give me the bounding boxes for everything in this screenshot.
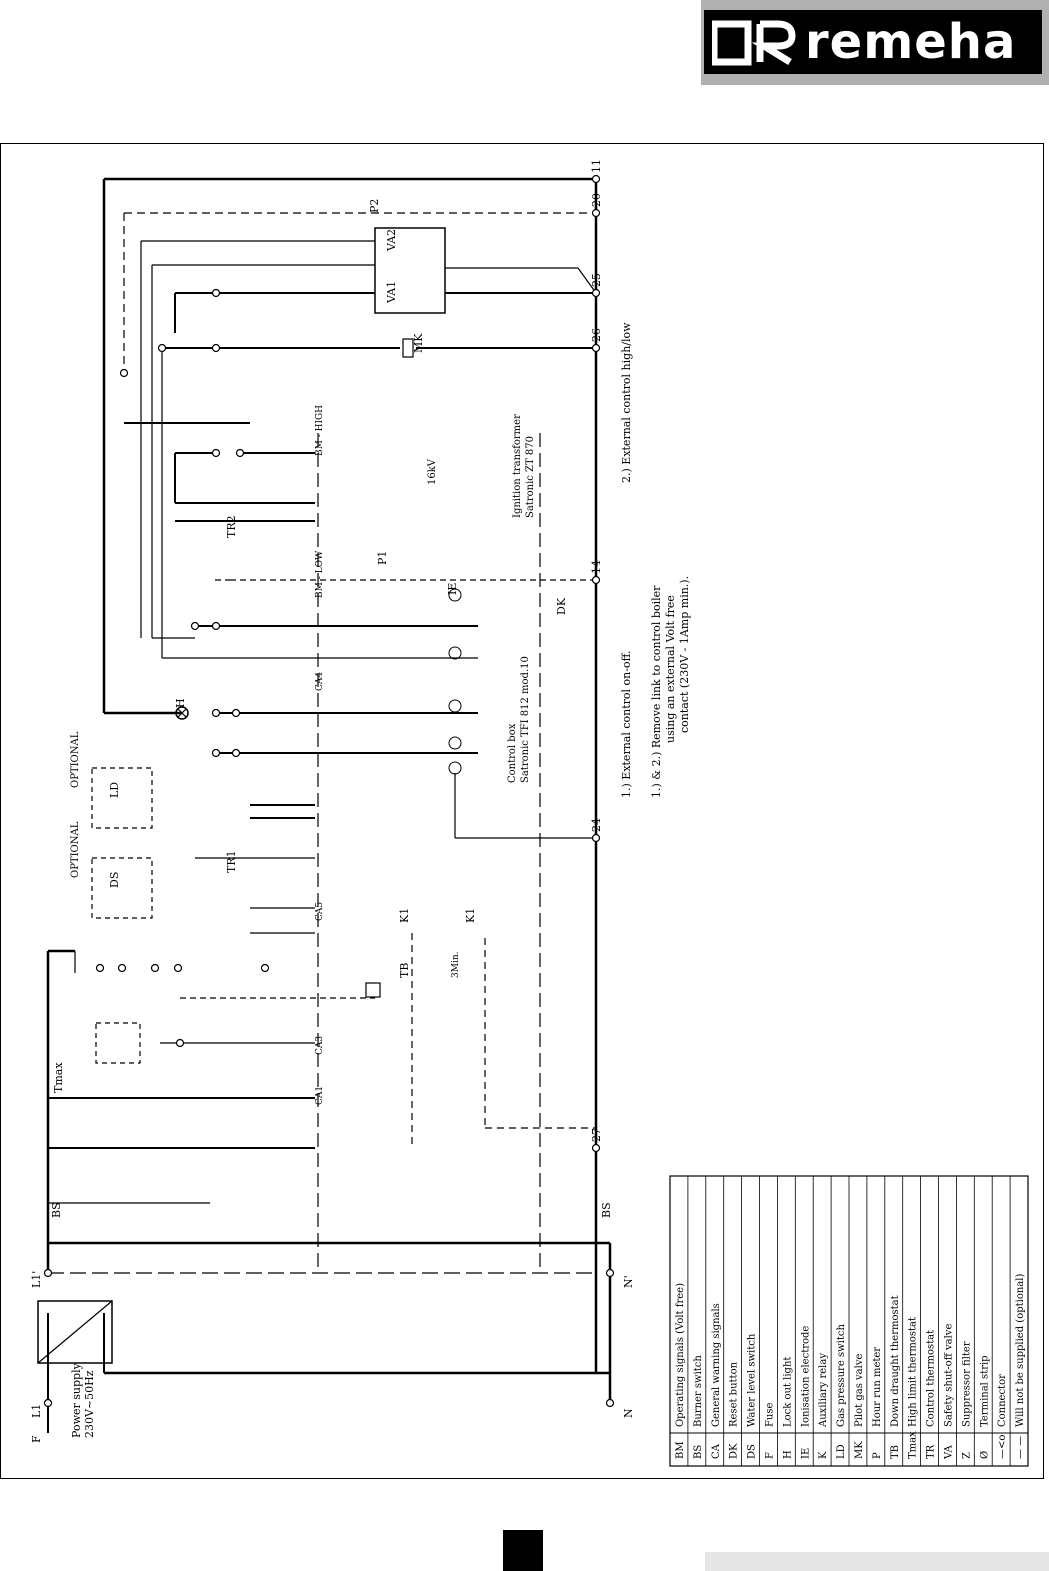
svg-text:K1: K1 — [464, 908, 477, 923]
svg-text:LD: LD — [108, 782, 121, 798]
svg-text:L1: L1 — [30, 1404, 43, 1418]
legend-description: Terminal strip — [979, 1355, 990, 1427]
legend-code: —<o — [997, 1435, 1008, 1459]
legend-code: DK — [729, 1443, 740, 1459]
legend-code: Tmax — [908, 1431, 919, 1459]
label-power-supply: Power supply — [70, 1362, 83, 1438]
svg-text:H: H — [174, 698, 187, 708]
terminal-27: 27 — [590, 1128, 603, 1142]
svg-text:DK: DK — [555, 597, 568, 615]
legend-code: CA — [711, 1443, 722, 1459]
svg-text:F: F — [30, 1435, 43, 1443]
legend-description: Reset button — [729, 1361, 740, 1427]
legend-code: P — [872, 1452, 883, 1459]
legend-description: Pilot gas valve — [854, 1354, 865, 1427]
svg-text:P1: P1 — [376, 551, 389, 565]
legend-code: DS — [747, 1444, 758, 1459]
legend-description: Control thermostat — [926, 1330, 937, 1427]
label-ca3: CA3 — [315, 1036, 325, 1055]
svg-text:MK: MK — [412, 333, 425, 353]
label-ca5: CA5 — [315, 902, 325, 921]
diagram-frame — [0, 143, 1044, 1479]
label-voltage: 230V~50Hz — [83, 1370, 96, 1438]
legend-code: IE — [800, 1448, 811, 1459]
label-bm-high: BM - HIGH — [315, 405, 325, 456]
legend-code: TB — [890, 1445, 901, 1459]
label-control-box: Control box — [507, 723, 518, 783]
svg-text:Tmax: Tmax — [52, 1062, 65, 1093]
legend-description: Lock out light — [782, 1357, 793, 1427]
legend-description: Down draught thermostat — [890, 1295, 901, 1427]
svg-text:P2: P2 — [368, 199, 381, 213]
terminal-25: 25 — [590, 273, 603, 287]
terminal-20: 20 — [590, 193, 603, 207]
legend-code: BS — [693, 1445, 704, 1459]
svg-text:L1': L1' — [30, 1271, 43, 1288]
label-optional-1: OPTIONAL — [70, 821, 81, 878]
legend-code: TR — [926, 1444, 937, 1459]
note-5: 2.) External control high/low — [620, 322, 633, 483]
legend-code: VA — [943, 1444, 954, 1460]
legend-description: Ionisation electrode — [800, 1326, 811, 1427]
terminal-14: 14 — [590, 560, 603, 574]
legend-description: Safety shut-off valve — [943, 1324, 954, 1427]
legend-code: Z — [961, 1452, 972, 1459]
svg-text:TR2: TR2 — [225, 515, 238, 538]
legend-description: Water level switch — [747, 1333, 758, 1427]
terminal-11: 11 — [590, 159, 603, 173]
legend-code: H — [782, 1450, 793, 1459]
svg-text:VA2: VA2 — [385, 229, 398, 252]
legend-code: Ø — [979, 1451, 990, 1459]
legend-description: Fuse — [764, 1402, 775, 1427]
terminal-24: 24 — [590, 818, 603, 832]
legend-code: K — [818, 1451, 829, 1459]
label-bm-low: BM - LOW — [315, 550, 325, 598]
legend-description: Burner switch — [693, 1355, 704, 1427]
label-16kv: 16kV — [427, 458, 438, 485]
svg-text:K1: K1 — [398, 908, 411, 923]
footer-bar — [705, 1552, 1049, 1571]
legend-code: LD — [836, 1444, 847, 1459]
label-optional-2: OPTIONAL — [70, 731, 81, 788]
svg-text:N': N' — [622, 1275, 635, 1288]
label-ignition: Ignition transformer — [512, 414, 523, 518]
legend-description: Gas pressure switch — [836, 1324, 847, 1427]
svg-text:TB: TB — [398, 963, 411, 978]
label-ignition-model: Satronic ZT 870 — [525, 436, 536, 518]
legend-description: General warning signals — [711, 1303, 722, 1427]
note-4: contact (230V - 1Amp min.). — [678, 576, 691, 733]
legend-description: Operating signals (Volt free) — [675, 1283, 686, 1427]
terminal-26: 26 — [590, 328, 603, 342]
svg-text:TR1: TR1 — [225, 850, 238, 873]
legend-description: Will not be supplied (optional) — [1015, 1274, 1026, 1427]
label-ca4: CA4 — [315, 672, 325, 691]
legend-code: F — [764, 1452, 775, 1459]
legend-description: High limit thermostat — [908, 1317, 919, 1427]
brand-name: remeha — [805, 14, 1017, 70]
page-number-box — [503, 1530, 543, 1571]
svg-text:BS: BS — [600, 1202, 613, 1218]
label-3min: 3Min. — [451, 951, 461, 978]
svg-text:DS: DS — [108, 872, 121, 888]
legend-description: Connector — [997, 1374, 1008, 1427]
legend-code: — — — [1015, 1436, 1026, 1459]
svg-text:VA1: VA1 — [385, 281, 398, 304]
legend-table: BM Operating signals (Volt free) BS Burner … — [669, 1175, 1029, 1467]
remeha-logo-mark-icon — [712, 20, 796, 66]
svg-text:N: N — [622, 1408, 635, 1418]
legend-code: BM — [675, 1441, 686, 1459]
legend-description: Suppressor filter — [961, 1341, 972, 1427]
legend-code: MK — [854, 1441, 865, 1459]
note-3: using an external Volt free — [664, 595, 677, 743]
label-control-box-model: Satronic TFI 812 mod.10 — [520, 656, 531, 783]
svg-text:BS: BS — [50, 1202, 63, 1218]
legend-description: Auxiliary relay — [818, 1353, 829, 1428]
note-1: 1.) External control on-off. — [620, 650, 633, 798]
svg-text:IE: IE — [446, 583, 459, 595]
legend-description: Hour run meter — [872, 1347, 883, 1427]
label-ca1: CA1 — [315, 1086, 325, 1105]
note-2: 1.) & 2.) Remove link to control boiler — [650, 585, 663, 798]
wiring-diagram: 11 20 25 26 14 24 27 VA2 VA1 MK P2 P1 H … — [30, 159, 1029, 1467]
